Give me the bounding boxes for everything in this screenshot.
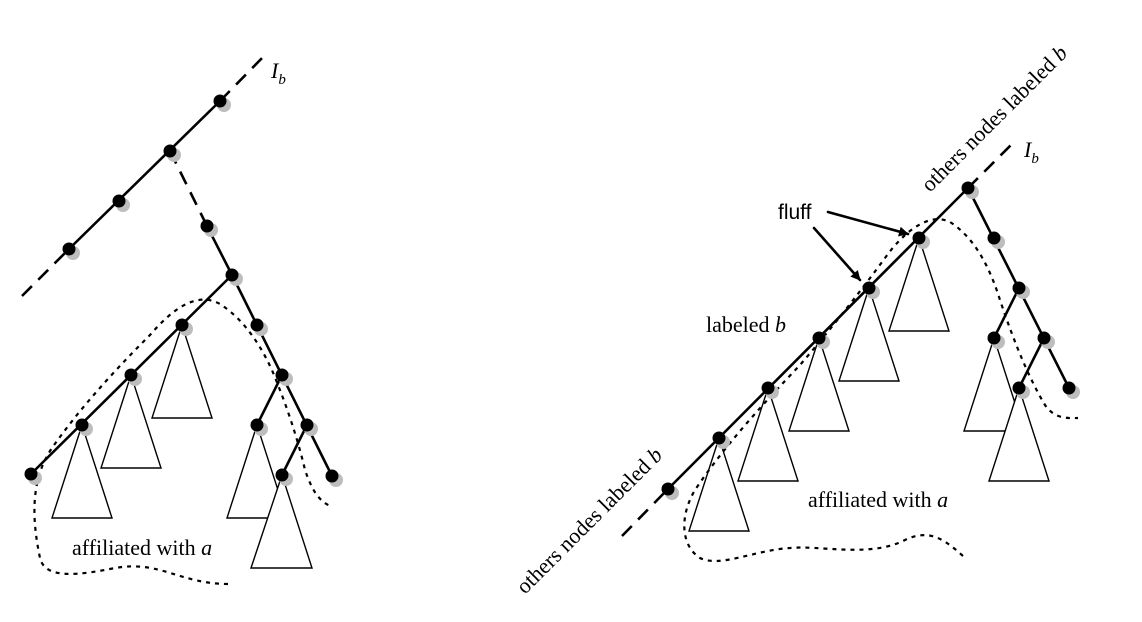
node (275, 368, 289, 382)
others-labeled-top: others nodes labeled b (916, 40, 1072, 196)
node (112, 194, 126, 208)
node (300, 418, 314, 432)
right-branch-a (992, 286, 1021, 340)
fluff-label: fluff (778, 201, 812, 224)
node (987, 331, 1001, 345)
left-nodes (24, 94, 343, 487)
node (661, 482, 675, 496)
others-labeled-bottom: others nodes labeled b (511, 442, 667, 598)
right-subtree-5 (888, 235, 950, 332)
right-spine-dash-top (967, 142, 1014, 189)
node (75, 418, 89, 432)
node (1012, 381, 1026, 395)
node (912, 231, 926, 245)
left-affiliated-label: affiliated with a (72, 535, 212, 560)
node (812, 331, 826, 345)
node (250, 318, 264, 332)
node (163, 144, 177, 158)
left-affiliated-region (33, 298, 331, 586)
left-subtree-3 (151, 322, 213, 419)
left-branch-dashed (168, 150, 209, 227)
left-panel: Ib affiliated with a (21, 54, 343, 586)
node (325, 469, 339, 483)
right-subtree-3 (788, 335, 850, 432)
left-interval-label: Ib (270, 58, 286, 88)
left-subtree-4 (226, 422, 288, 519)
left-subtree-2 (100, 372, 162, 469)
fluff-arrow-1 (826, 210, 910, 237)
right-spine-dash-bottom (621, 488, 669, 537)
node (987, 231, 1001, 245)
node (62, 242, 76, 256)
right-subtree-7 (988, 385, 1050, 482)
node (712, 431, 726, 445)
node (1062, 381, 1076, 395)
fluff-arrow-2 (812, 226, 862, 282)
right-subtree-6 (963, 335, 1025, 432)
right-panel: Ib fluff labeled b affiliated with a oth… (511, 40, 1080, 599)
left-spine (67, 99, 222, 251)
right-branch-b (1017, 336, 1046, 390)
node (124, 368, 138, 382)
node (213, 94, 227, 108)
right-affiliated-region (683, 218, 1079, 563)
node (1037, 331, 1051, 345)
node (862, 281, 876, 295)
labeled-b-label: labeled b (706, 312, 786, 337)
right-nodes (661, 181, 1080, 500)
node (175, 318, 189, 332)
left-edge-d (280, 423, 309, 477)
left-spine-dash-bottom (21, 248, 70, 297)
node (24, 467, 38, 481)
node (200, 219, 214, 233)
right-interval-label: Ib (1023, 137, 1039, 167)
left-subtree-1 (51, 422, 113, 519)
left-spine-dash-top (219, 54, 266, 102)
node (961, 181, 975, 195)
node (225, 268, 239, 282)
node (761, 381, 775, 395)
right-subtree-2 (737, 385, 799, 482)
node (250, 418, 264, 432)
node (1012, 281, 1026, 295)
right-subtree-4 (838, 285, 900, 382)
right-subtree-1 (688, 435, 750, 532)
left-edge-c (255, 373, 284, 427)
left-subtree-5 (250, 472, 313, 569)
node (275, 468, 289, 482)
right-affiliated-label: affiliated with a (808, 487, 948, 512)
